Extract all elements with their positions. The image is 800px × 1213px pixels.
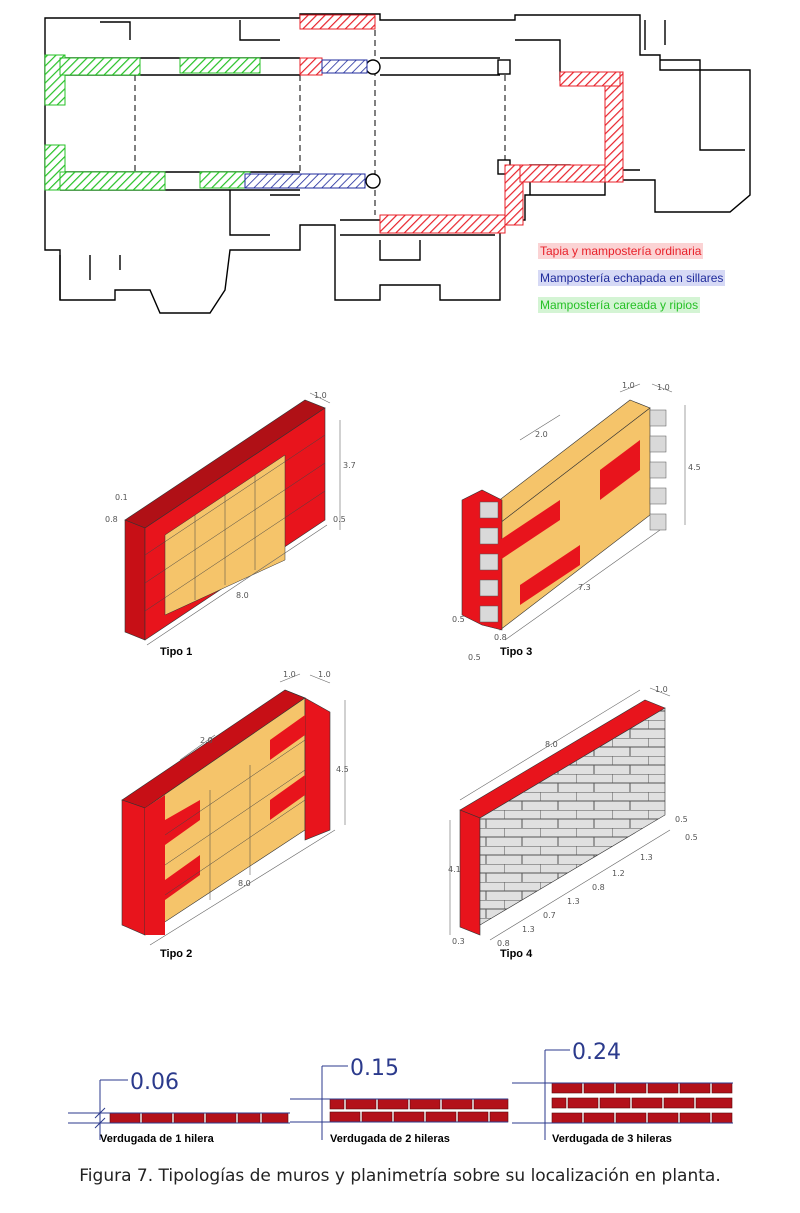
verdugada-2-value: 0.15 bbox=[350, 1056, 399, 1081]
figure-caption: Figura 7. Tipologías de muros y planimet… bbox=[79, 1166, 721, 1186]
verdugada-1 bbox=[68, 1079, 290, 1140]
wall-label-tipo3: Tipo 3 bbox=[500, 646, 533, 658]
wall-tipo1: 1.0 3.7 0.1 0.8 0.5 8.0 bbox=[105, 391, 356, 646]
wall-tipo3: 1.0 1.0 2.0 4.5 7.3 0.5 0.8 0.5 bbox=[452, 381, 701, 662]
verdugada-1-value: 0.06 bbox=[130, 1070, 179, 1095]
wall-label-tipo2: Tipo 2 bbox=[160, 948, 193, 960]
dim-label: 0.5 bbox=[675, 815, 688, 824]
wall-tipo4: 8.0 1.0 4.1 0.5 0.5 1.3 1.2 0.8 1.3 0.7 … bbox=[448, 685, 698, 948]
dim-label: 8.0 bbox=[236, 591, 249, 600]
wall-label-tipo4: Tipo 4 bbox=[500, 948, 533, 960]
dim-label: 8.0 bbox=[545, 740, 558, 749]
dim-label: 1.0 bbox=[657, 383, 670, 392]
wall-tipo2: 1.0 1.0 2.0 4.5 8.0 bbox=[121, 670, 349, 946]
dim-label: 1.3 bbox=[640, 853, 653, 862]
zone-tapia bbox=[299, 14, 624, 234]
verdugada-3-value: 0.24 bbox=[572, 1040, 621, 1065]
dim-label: 2.0 bbox=[535, 430, 548, 439]
dim-label: 1.0 bbox=[655, 685, 668, 694]
dim-label: 0.8 bbox=[592, 883, 605, 892]
verdugada-3 bbox=[512, 1049, 733, 1140]
legend-tapia: Tapia y mampostería ordinaria bbox=[538, 243, 704, 259]
dim-label: 1.2 bbox=[612, 869, 625, 878]
dim-label: 0.1 bbox=[115, 493, 128, 502]
zone-echapada bbox=[244, 59, 368, 189]
dim-label: 4.5 bbox=[688, 463, 701, 472]
dim-label: 1.0 bbox=[283, 670, 296, 679]
dim-label: 2.0 bbox=[200, 736, 213, 745]
dim-label: 0.3 bbox=[452, 937, 465, 946]
dim-label: 0.8 bbox=[105, 515, 118, 524]
legend-careada: Mampostería careada y ripios bbox=[538, 297, 701, 313]
dim-label: 1.0 bbox=[318, 670, 331, 679]
dim-label: 1.3 bbox=[567, 897, 580, 906]
floor-plan bbox=[44, 13, 751, 314]
dim-label: 4.1 bbox=[448, 865, 461, 874]
wall-label-tipo1: Tipo 1 bbox=[160, 646, 193, 658]
verdugada-3-label: Verdugada de 3 hileras bbox=[552, 1133, 672, 1145]
verdugada-1-label: Verdugada de 1 hilera bbox=[100, 1133, 214, 1145]
dim-label: 0.5 bbox=[468, 653, 481, 662]
verdugada-2 bbox=[290, 1065, 509, 1140]
plan-columns bbox=[365, 59, 511, 189]
dim-label: 4.5 bbox=[336, 765, 349, 774]
zone-careada bbox=[44, 54, 261, 191]
legend-echapada: Mampostería echapada en sillares bbox=[538, 270, 726, 286]
dim-label: 0.8 bbox=[497, 939, 510, 948]
dim-label: 0.8 bbox=[494, 633, 507, 642]
dim-label: 3.7 bbox=[343, 461, 356, 470]
verdugada-2-label: Verdugada de 2 hileras bbox=[330, 1133, 450, 1145]
dim-label: 0.5 bbox=[452, 615, 465, 624]
dim-label: 1.3 bbox=[522, 925, 535, 934]
dim-label: 0.7 bbox=[543, 911, 556, 920]
dim-label: 0.5 bbox=[333, 515, 346, 524]
dim-label: 0.5 bbox=[685, 833, 698, 842]
dim-label: 8.0 bbox=[238, 879, 251, 888]
dim-label: 1.0 bbox=[622, 381, 635, 390]
dim-label: 1.0 bbox=[314, 391, 327, 400]
dim-label: 7.3 bbox=[578, 583, 591, 592]
